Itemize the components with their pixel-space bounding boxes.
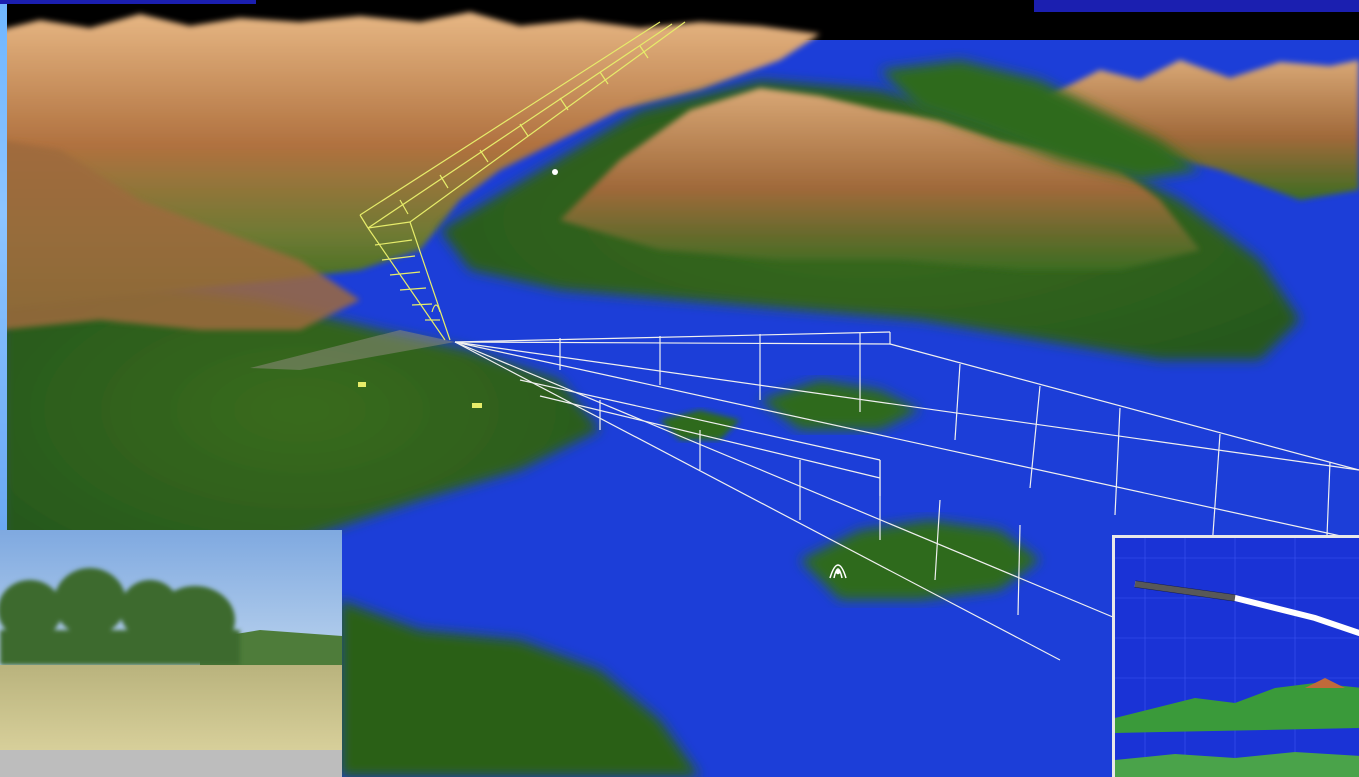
mountain-range-far-right	[1040, 60, 1359, 200]
left-frame-strip	[0, 0, 7, 530]
site-photo	[0, 530, 342, 777]
marker-a	[358, 382, 366, 387]
site-photo-inset	[0, 530, 342, 777]
photo-trees	[0, 568, 240, 665]
vertical-profile	[1115, 538, 1359, 777]
frame-accent-left	[0, 0, 256, 4]
profile-background	[1115, 538, 1359, 777]
vertical-profile-inset	[1112, 535, 1359, 777]
island-small-a	[660, 410, 740, 440]
island-foreground-left	[340, 600, 700, 777]
mountain-ridge-left-front	[0, 140, 360, 330]
mountain-range-center	[560, 88, 1200, 270]
lowland-left	[0, 260, 600, 560]
aircraft-marker-icon	[431, 304, 441, 313]
lowland-right	[880, 60, 1200, 180]
frame-accent-right	[1034, 0, 1359, 12]
photo-field	[0, 665, 342, 750]
profile-terrain	[1115, 683, 1359, 733]
photo-road	[0, 750, 342, 777]
profile-grid	[1115, 538, 1359, 777]
profile-terrain-low	[1115, 752, 1359, 777]
marker-c	[552, 169, 558, 175]
approach-corridor	[359, 21, 686, 341]
profile-track-start	[1134, 580, 1236, 602]
antenna-icon	[829, 564, 847, 579]
runway-wireframe	[454, 331, 1359, 661]
profile-peak	[1305, 678, 1345, 688]
island-foreground-center	[800, 520, 1040, 600]
marker-b	[472, 403, 482, 408]
glide-plane	[250, 330, 455, 370]
